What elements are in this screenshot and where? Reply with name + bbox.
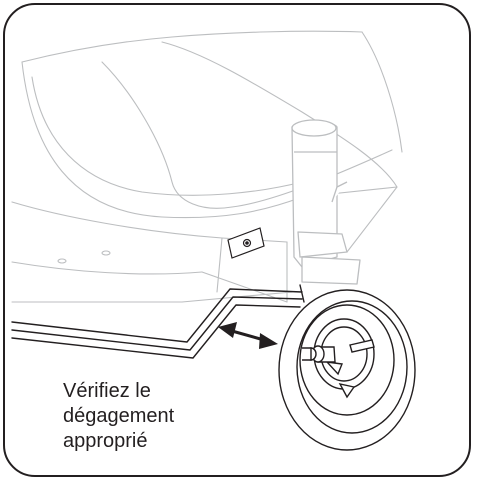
caption-line-3: approprié bbox=[63, 430, 148, 452]
front-wheel bbox=[278, 289, 416, 451]
caption-line-2: dégagement bbox=[63, 405, 175, 427]
clearance-caption: Vérifiez le dégagement approprié bbox=[63, 379, 174, 454]
mounting-bracket bbox=[227, 227, 265, 259]
caption-line-1: Vérifiez le bbox=[63, 380, 151, 402]
stroller-wheel-illustration bbox=[11, 30, 416, 451]
clearance-arrow-icon bbox=[218, 322, 278, 349]
wheel-fork bbox=[291, 119, 361, 285]
axle-bar bbox=[11, 284, 305, 359]
illustration-frame: Vérifiez le dégagement approprié bbox=[3, 3, 471, 477]
